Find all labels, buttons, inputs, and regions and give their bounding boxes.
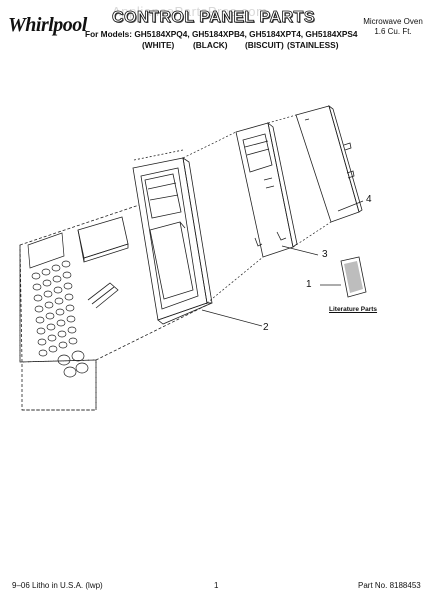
color-white-label: (WHITE) <box>142 40 175 50</box>
keypad-buttons <box>27 232 89 378</box>
litho-note: 9–06 Litho in U.S.A. (lwp) <box>12 581 103 590</box>
control-panel-frame <box>132 149 213 325</box>
page-title: CONTROL PANEL PARTS <box>112 9 315 27</box>
keypad-board <box>77 216 129 263</box>
callout-4: 4 <box>366 194 372 205</box>
color-stainless-label: (STAINLESS) <box>287 40 339 50</box>
control-board <box>295 104 363 223</box>
callout-1: 1 <box>306 279 312 290</box>
page-number: 1 <box>214 581 219 590</box>
keypad-membrane <box>19 199 208 411</box>
part-number: Part No. 8188453 <box>358 581 421 590</box>
leader-lines <box>201 200 364 327</box>
watermark-text: AppliancePartsPros.com <box>112 4 268 19</box>
brand-logo: Whirlpool <box>8 14 87 36</box>
oven-type: Microwave Oven <box>363 17 423 26</box>
control-panel-housing <box>235 122 298 258</box>
callout-2: 2 <box>263 322 269 333</box>
color-black-label: (BLACK) <box>193 40 228 50</box>
ribbon-cable <box>87 282 119 309</box>
oven-size: 1.6 Cu. Ft. <box>374 27 412 36</box>
literature-booklet <box>340 256 367 298</box>
literature-parts-label: Literature Parts <box>329 306 378 313</box>
color-biscuit-label: (BISCUIT) <box>245 40 284 50</box>
callout-3: 3 <box>322 249 328 260</box>
model-list: For Models: GH5184XPQ4, GH5184XPB4, GH51… <box>85 29 358 39</box>
assembly-lines <box>182 114 332 304</box>
